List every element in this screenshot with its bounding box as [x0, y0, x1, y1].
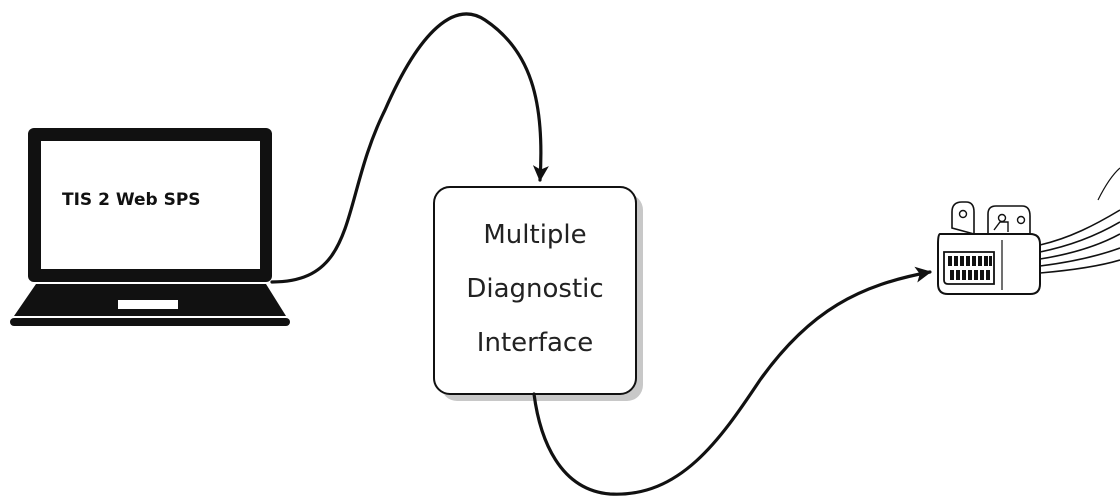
- connector-latch: [993, 221, 1009, 232]
- connector-mount-hole: [1016, 215, 1026, 225]
- connector-mount-tab: [987, 205, 1031, 239]
- laptop-touchpad: [118, 300, 178, 309]
- connector-pin-row-top: [948, 256, 992, 266]
- laptop-screen-label: TIS 2 Web SPS: [62, 190, 201, 210]
- interface-box: Multiple Diagnostic Interface: [433, 186, 643, 401]
- interface-label-line-1: Multiple: [483, 220, 586, 250]
- connector-wire: [1039, 259, 1120, 274]
- interface-to-connector-cable: [532, 266, 932, 496]
- connector-wire: [1039, 221, 1120, 253]
- obd-connector-icon: [937, 167, 1120, 295]
- connector-wire: [1097, 167, 1120, 201]
- laptop-base-edge: [10, 318, 290, 326]
- connector-mount-hole: [997, 213, 1007, 223]
- interface-label-line-2: Diagnostic: [466, 274, 603, 304]
- connector-wire: [1039, 247, 1120, 267]
- laptop-to-interface-cable: [270, 12, 549, 284]
- laptop-screen: [41, 141, 260, 269]
- interface-label-line-3: Interface: [477, 328, 593, 358]
- connector-pin-row-bottom: [950, 270, 990, 280]
- connector-wire: [1039, 209, 1120, 246]
- laptop-icon: TIS 2 Web SPS: [10, 128, 290, 326]
- connector-wire: [1039, 233, 1120, 260]
- connector-mount-hole: [958, 209, 968, 219]
